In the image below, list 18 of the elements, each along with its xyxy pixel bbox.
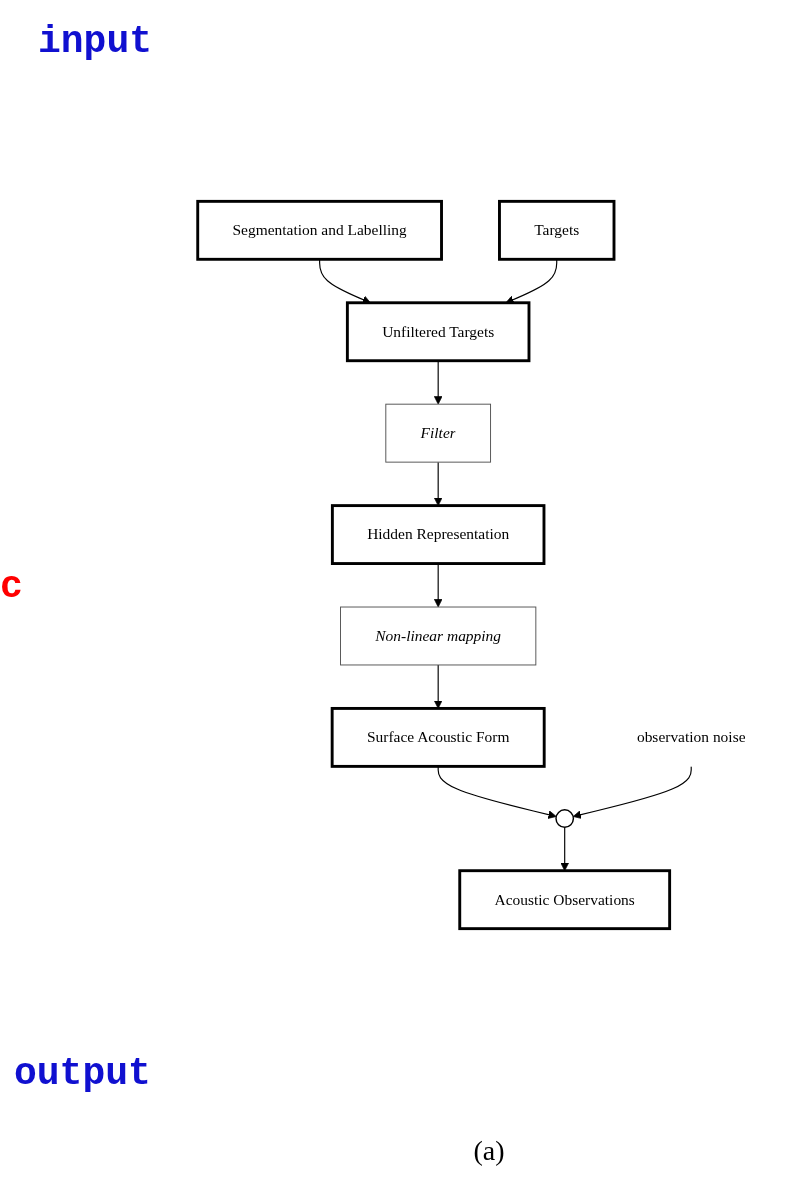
node-box: Filter xyxy=(385,403,492,463)
arrow xyxy=(572,765,692,819)
node-box: Acoustic Observations xyxy=(458,869,672,931)
arrow xyxy=(433,664,443,709)
node-circle xyxy=(555,809,575,828)
node-text: observation noise xyxy=(636,728,746,746)
node-box: Hidden Representation xyxy=(330,504,546,565)
side-label: output xyxy=(14,1052,151,1095)
node-box: Targets xyxy=(498,199,616,261)
node-box: Segmentation and Labelling xyxy=(196,199,443,261)
arrow xyxy=(433,461,443,506)
side-label: input xyxy=(38,20,153,63)
arrow xyxy=(433,360,443,405)
node-box: Surface Acoustic Form xyxy=(330,706,546,768)
node-box: Unfiltered Targets xyxy=(345,301,531,363)
node-box: Non-linear mapping xyxy=(340,606,537,666)
side-label: c xyxy=(0,565,23,608)
caption: (a) xyxy=(472,1135,506,1167)
